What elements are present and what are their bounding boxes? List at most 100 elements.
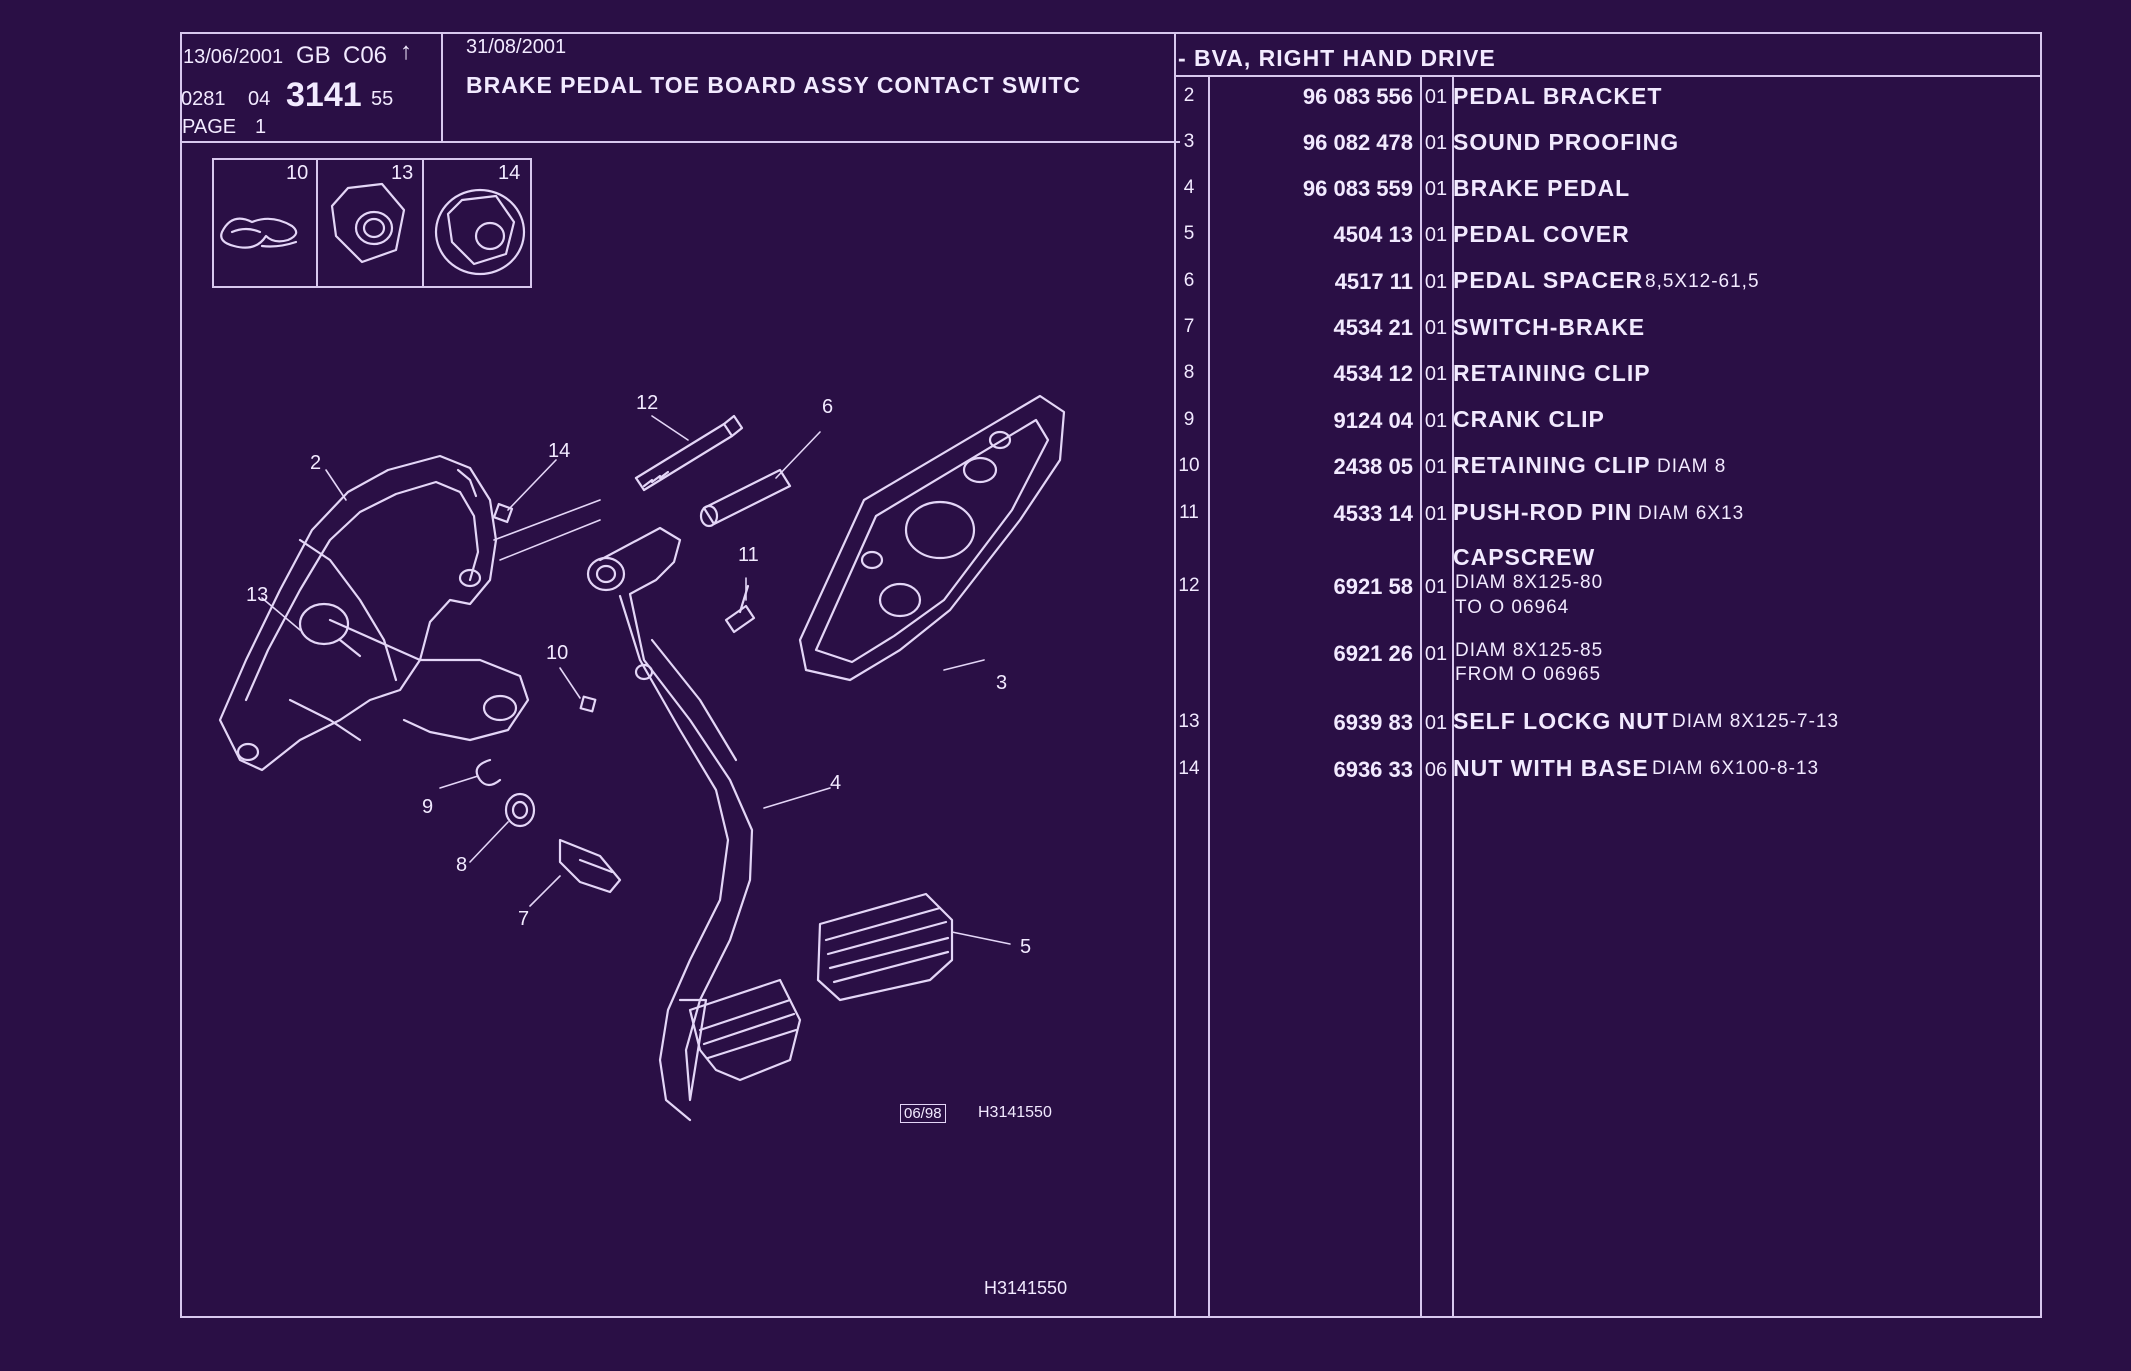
row-qty: 06 — [1424, 759, 1448, 781]
nut-small-drawing — [492, 502, 514, 524]
row-desc: PEDAL SPACER — [1453, 267, 1644, 293]
row-part-number: 4534 12 — [1333, 361, 1413, 386]
row-ref: 5 — [1183, 223, 1195, 244]
row-ref: 9 — [1183, 409, 1195, 430]
row-ref: 4 — [1183, 177, 1195, 198]
pedal-pad-drawing — [688, 978, 802, 1082]
row-ref: 2 — [1183, 85, 1195, 106]
retaining-clip-8-drawing — [504, 792, 536, 828]
callout-3: 3 — [996, 672, 1008, 694]
detail-label-14: 14 — [498, 162, 521, 184]
row-part-number: 2438 05 — [1333, 454, 1413, 479]
row-desc: PEDAL COVER — [1453, 221, 1630, 247]
nut-with-base-detail-icon — [434, 188, 526, 276]
pedal-bracket-drawing — [218, 454, 530, 772]
row-qty: 01 — [1424, 712, 1448, 734]
row-part-number: 96 083 556 — [1302, 84, 1413, 109]
row-extra: DIAM 8X125-80 — [1455, 572, 1604, 593]
ref-prefix: 0281 — [181, 88, 226, 110]
footer-ref: H3141550 — [984, 1278, 1068, 1298]
row-extra: DIAM 8 — [1657, 456, 1727, 477]
variant-divider — [1174, 75, 2040, 77]
page-label: PAGE — [182, 116, 237, 138]
row-qty: 01 — [1424, 363, 1448, 385]
row-extra: DIAM 6X100-8-13 — [1652, 758, 1820, 779]
row-part-number: 6939 83 — [1333, 710, 1413, 735]
callout-14: 14 — [548, 440, 571, 462]
callout-8: 8 — [456, 854, 468, 876]
row-qty: 01 — [1424, 132, 1448, 154]
row-desc: CAPSCREW — [1453, 544, 1596, 570]
row-desc: RETAINING CLIP — [1453, 360, 1651, 386]
row-part-number: 4517 11 — [1334, 269, 1413, 294]
callout-2: 2 — [310, 452, 322, 474]
callout-9: 9 — [422, 796, 434, 818]
header-divider-left — [180, 141, 1180, 143]
retaining-clip-detail-icon — [220, 217, 298, 249]
pedal-cover-drawing — [816, 892, 954, 1002]
row-desc: SWITCH-BRAKE — [1453, 314, 1646, 340]
row-qty: 01 — [1424, 410, 1448, 432]
row-desc: SOUND PROOFING — [1453, 129, 1680, 155]
row-ref: 11 — [1179, 502, 1199, 523]
brake-pedal-drawing — [586, 526, 754, 1122]
row-part-number: 6921 26 — [1333, 641, 1413, 666]
retaining-clip-small-drawing — [579, 695, 597, 713]
row-extra: DIAM 8X125-85 — [1455, 640, 1604, 661]
callout-13: 13 — [246, 584, 269, 606]
row-part-number: 4533 14 — [1333, 501, 1413, 526]
callout-7: 7 — [518, 908, 530, 930]
leader-lines — [261, 415, 1011, 945]
detail-label-13: 13 — [391, 162, 414, 184]
self-locking-nut-detail-icon — [330, 182, 406, 264]
header-divider-vertical — [441, 32, 443, 142]
row-ref: 14 — [1178, 758, 1200, 779]
col-divider-qty-right — [1452, 75, 1454, 1318]
row-qty: 01 — [1424, 576, 1448, 598]
ref-group: 04 — [248, 88, 271, 110]
variant-label: - BVA, RIGHT HAND DRIVE — [1178, 45, 1496, 71]
diagram-table-divider — [1174, 32, 1176, 1318]
row-ref: 10 — [1178, 455, 1200, 476]
push-rod-pin-drawing — [724, 584, 756, 634]
row-desc: CRANK CLIP — [1453, 406, 1605, 432]
stamp-date: 06/98 — [900, 1104, 946, 1123]
col-divider-ref — [1208, 75, 1210, 1318]
row-qty: 01 — [1424, 643, 1448, 665]
row-desc: PUSH-ROD PIN — [1453, 499, 1633, 525]
row-ref: 12 — [1178, 575, 1200, 596]
row-part-number: 96 083 559 — [1302, 176, 1413, 201]
detail-box-divider-2 — [422, 158, 424, 288]
row-part-number: 96 082 478 — [1302, 130, 1413, 155]
row-extra: DIAM 6X13 — [1638, 503, 1745, 524]
row-ref: 8 — [1183, 362, 1195, 383]
row-qty: 01 — [1424, 503, 1448, 525]
detail-label-10: 10 — [286, 162, 309, 184]
row-ref: 6 — [1183, 270, 1195, 291]
page-number: 1 — [255, 116, 267, 138]
date-right: 31/08/2001 — [466, 36, 567, 58]
row-extra-2: FROM O 06965 — [1455, 664, 1602, 685]
row-qty: 01 — [1424, 224, 1448, 246]
detail-box — [212, 158, 532, 288]
row-desc: BRAKE PEDAL — [1453, 175, 1631, 201]
row-qty: 01 — [1424, 178, 1448, 200]
row-desc: SELF LOCKG NUT — [1453, 708, 1669, 734]
callout-11: 11 — [738, 544, 759, 566]
row-qty: 01 — [1424, 317, 1448, 339]
ref-suffix: 55 — [371, 88, 394, 110]
date-left: 13/06/2001 — [183, 46, 284, 68]
col-divider-qty-left — [1420, 75, 1422, 1318]
callout-6: 6 — [822, 396, 834, 418]
callout-5: 5 — [1020, 936, 1032, 958]
crank-clip-drawing — [475, 758, 502, 787]
sound-proofing-drawing — [798, 394, 1066, 682]
section-code: C06 — [343, 42, 388, 69]
row-desc: PEDAL BRACKET — [1453, 83, 1663, 109]
row-part-number: 4504 13 — [1333, 222, 1413, 247]
callout-10: 10 — [546, 642, 569, 664]
up-arrow-icon: ↑ — [400, 38, 412, 65]
row-ref: 13 — [1178, 711, 1200, 732]
pedal-spacer-drawing — [699, 468, 792, 528]
row-ref: 3 — [1183, 131, 1195, 152]
